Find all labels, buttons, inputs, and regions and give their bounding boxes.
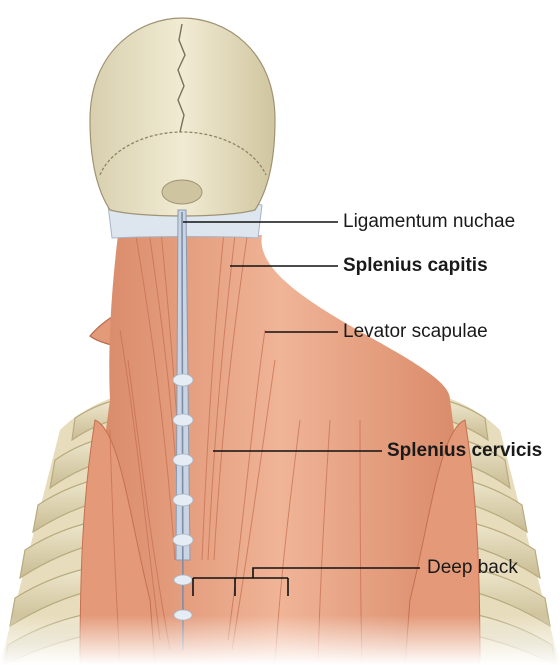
label-splenius-capitis: Splenius capitis <box>343 255 488 276</box>
label-splenius-cervicis: Splenius cervicis <box>387 440 543 461</box>
skull <box>89 17 276 217</box>
spinal-column <box>172 209 194 651</box>
label-deep-back: Deep back <box>427 557 518 578</box>
label-levator-scapulae: Levator scapulae <box>343 321 488 342</box>
leader-lines <box>183 221 420 596</box>
label-ligamentum-nuchae: Ligamentum nuchae <box>343 211 516 232</box>
leader-deep-back <box>192 567 420 596</box>
